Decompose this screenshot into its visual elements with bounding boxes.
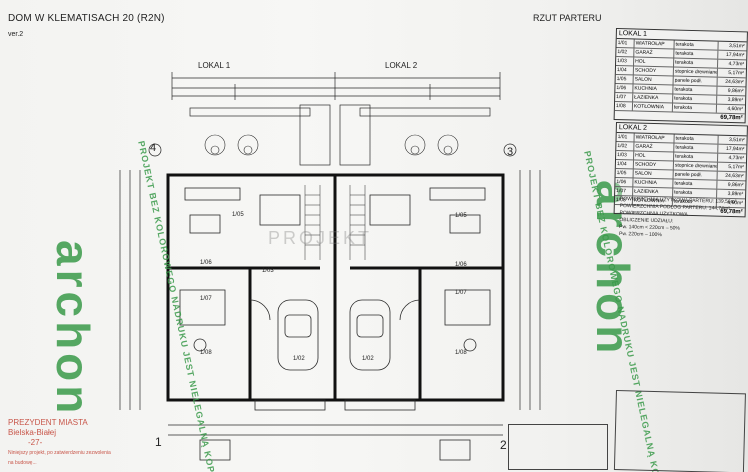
area-table-cell: 1/08 <box>614 102 634 111</box>
area-table-cell: 4,60m² <box>727 105 743 113</box>
area-table-cell: KOTŁOWNIA <box>632 102 674 112</box>
area-table-cell: 1/02 <box>616 142 635 151</box>
area-table-cell: SALON <box>633 169 674 179</box>
axis-label-4: 4 <box>150 142 157 154</box>
area-table-cell: 1/04 <box>615 160 634 169</box>
stamp-line: Bielska-Białej <box>8 428 57 437</box>
area-table-cell: 3,51m² <box>728 42 745 50</box>
area-table-cell: 1/06 <box>615 178 634 187</box>
area-table-cell: terakota <box>672 103 718 113</box>
area-table-cell: HOL <box>634 57 675 67</box>
stamp-line: na budowę... <box>8 460 37 466</box>
stamp-line: PREZYDENT MIASTA <box>8 418 88 427</box>
room-code: 1/06 <box>200 260 212 266</box>
area-table-cell: 17,94m² <box>725 145 745 153</box>
axis-label-1: 1 <box>155 435 162 449</box>
axis-label-3: 3 <box>507 146 514 158</box>
legend-box <box>508 424 608 470</box>
area-table-cell: KUCHNIA <box>633 84 674 94</box>
area-table-cell: 1/05 <box>615 169 634 178</box>
area-table-cell: 24,63m² <box>725 172 744 180</box>
room-code: 1/02 <box>293 356 305 362</box>
title-block <box>613 390 746 472</box>
area-table-cell: terakota <box>674 58 719 68</box>
area-table-cell: 1/03 <box>616 57 635 66</box>
unit-label-left: LOKAL 1 <box>198 61 231 70</box>
area-table-cell: 1/03 <box>616 151 635 160</box>
area-table-cell: KUCHNIA <box>633 178 674 188</box>
area-table-cell: 1/07 <box>615 187 634 196</box>
room-code: 1/03 <box>262 268 274 274</box>
area-table-cell: stopnice drewniane <box>673 161 718 171</box>
area-table-cell: 9,86m² <box>727 87 744 95</box>
axis-label-2: 2 <box>500 438 507 452</box>
version-label: ver.2 <box>8 31 24 38</box>
area-table-cell: GARAŻ <box>634 142 675 152</box>
stamp-line: Niniejszy projekt, po zatwierdzeniu zezw… <box>8 450 111 456</box>
area-table-cell: panele podł. <box>673 170 718 180</box>
area-table-cell: panele podł. <box>673 76 718 86</box>
area-table-cell: 1/07 <box>615 93 634 102</box>
area-table-cell: 3,51m² <box>728 136 745 144</box>
area-table-cell: 17,94m² <box>725 51 745 59</box>
area-table-cell: terakota <box>673 179 718 189</box>
area-table-cell: 1/01 <box>616 39 635 48</box>
room-code: 1/05 <box>455 213 467 219</box>
room-code: 1/07 <box>200 296 212 302</box>
area-notes: POWIERZCHNIA UŻYTKOWA PARTERU: 139,56m² … <box>619 196 738 241</box>
area-table-cell: terakota <box>674 49 719 59</box>
view-title: RZUT PARTERU <box>533 13 602 23</box>
area-table-cell: 1/06 <box>615 84 634 93</box>
area-table-cell: ŁAZIENKA <box>633 187 674 197</box>
area-table-cell: SALON <box>633 75 674 85</box>
floor-plan <box>119 72 541 461</box>
project-title: DOM W KLEMATISACH 20 (R2N) <box>8 13 165 24</box>
area-table-cell: terakota <box>673 94 718 104</box>
area-table-cell: 24,63m² <box>725 78 744 86</box>
area-table-cell: terakota <box>673 188 718 198</box>
center-watermark: PROJEKT <box>268 228 373 248</box>
area-table-cell: 4,73m² <box>728 60 745 68</box>
room-code: 1/05 <box>232 212 244 218</box>
area-table-cell: 5,17m² <box>728 163 744 171</box>
area-table-cell: 1/01 <box>616 133 635 142</box>
approval-stamp: PREZYDENT MIASTA Bielska-Białej -27- Nin… <box>8 418 111 468</box>
room-code: 1/08 <box>455 350 467 356</box>
area-table-cell: SCHODY <box>633 66 674 76</box>
area-table-cell: 9,86m² <box>727 181 744 189</box>
area-table-cell: 4,73m² <box>728 154 745 162</box>
area-table-cell: terakota <box>673 85 718 95</box>
area-table-cell: 1/02 <box>616 48 635 57</box>
area-table-cell: SCHODY <box>633 160 674 170</box>
area-table-cell: HOL <box>634 151 675 161</box>
area-table-cell: stopnice drewniane <box>673 67 718 77</box>
area-table-cell: 3,89m² <box>727 96 744 104</box>
area-table-cell: WIATROŁAP <box>634 39 675 49</box>
room-code: 1/02 <box>362 356 374 362</box>
area-table-cell: terakota <box>674 152 719 162</box>
area-table-cell: WIATROŁAP <box>634 133 675 143</box>
area-table-cell: 1/05 <box>615 75 634 84</box>
room-code: 1/07 <box>455 290 467 296</box>
room-code: 1/08 <box>200 350 212 356</box>
area-table-cell: 1/04 <box>615 66 634 75</box>
area-table-cell: ŁAZIENKA <box>633 93 674 103</box>
watermark-archon-left: archon <box>47 240 99 418</box>
area-table-cell: 3,89m² <box>727 190 744 198</box>
area-table-cell: 5,17m² <box>728 69 744 77</box>
stamp-line: -27- <box>28 438 43 447</box>
area-table-cell: terakota <box>674 134 719 144</box>
area-table-cell: GARAŻ <box>634 48 675 58</box>
area-table-cell: terakota <box>674 40 719 50</box>
unit-label-right: LOKAL 2 <box>385 61 418 70</box>
room-code: 1/06 <box>455 262 467 268</box>
area-table-cell: terakota <box>674 143 719 153</box>
